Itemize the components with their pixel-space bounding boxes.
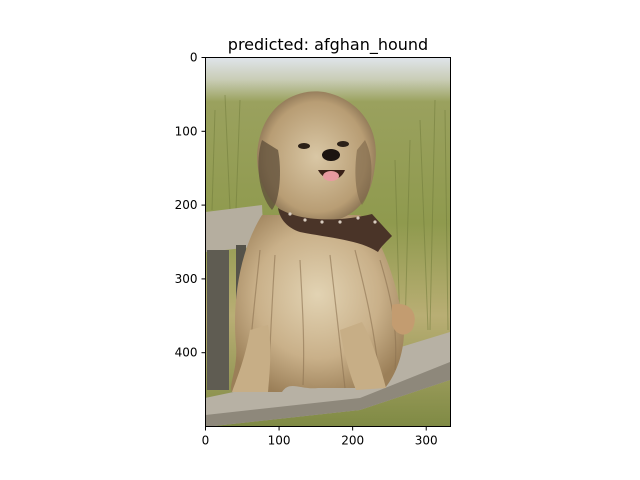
x-tick-label: 0 xyxy=(202,434,210,448)
y-tick-label: 100 xyxy=(175,124,198,138)
x-tick-label: 100 xyxy=(268,434,291,448)
x-tick-label: 300 xyxy=(415,434,438,448)
dog-bandana xyxy=(278,208,392,252)
x-tick-label: 200 xyxy=(341,434,364,448)
bench-seat-edge xyxy=(205,362,450,427)
y-tick-label: 300 xyxy=(175,272,198,286)
bench-backrest xyxy=(205,205,264,252)
dog-ear-right xyxy=(355,140,372,205)
dog-tail xyxy=(392,304,415,335)
axes-frame xyxy=(205,57,451,427)
bandana-pattern xyxy=(288,212,377,224)
y-tick-label: 0 xyxy=(190,51,198,65)
dog-nose xyxy=(322,149,340,161)
y-axis: 0 100 200 300 400 xyxy=(175,51,206,360)
dog-eye-right xyxy=(337,141,349,147)
bench-post xyxy=(207,250,229,390)
chart-title: predicted: afghan_hound xyxy=(228,35,428,55)
y-tick-label: 200 xyxy=(175,198,198,212)
grass-texture xyxy=(211,94,449,331)
dog-leg-left xyxy=(232,325,271,392)
dog-head xyxy=(257,91,376,223)
x-axis: 0 100 200 300 xyxy=(202,426,438,448)
y-tick-label: 400 xyxy=(175,346,198,360)
dog-tongue xyxy=(323,171,339,181)
afghan-hound-photo xyxy=(205,57,451,427)
dog-leg-right xyxy=(340,322,386,390)
dog-ear-left xyxy=(258,140,280,210)
dog-eye-left xyxy=(298,143,310,149)
